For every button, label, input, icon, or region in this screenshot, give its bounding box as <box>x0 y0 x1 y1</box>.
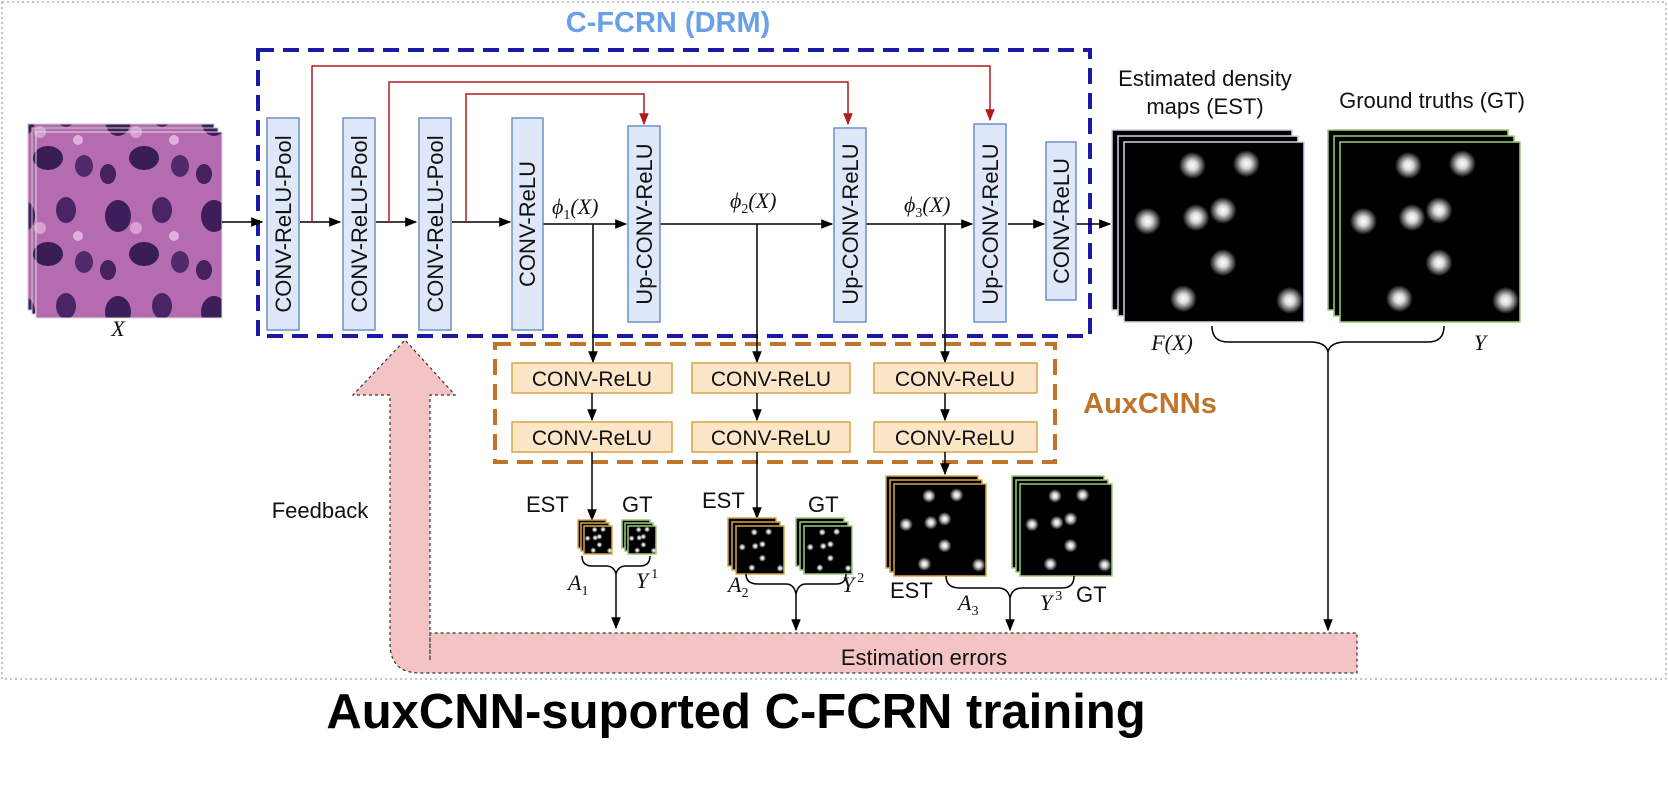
drm-block-conv-relu-pool-1 <box>266 117 300 331</box>
feedback-label: Feedback <box>272 498 370 523</box>
drm-block-conv-relu-pool-3 <box>418 117 452 331</box>
drm-block-label-1: CONV-ReLU-Pool <box>271 135 296 312</box>
aux-block-label-1a: CONV-ReLU <box>532 368 652 391</box>
aux-block-label-3a: CONV-ReLU <box>895 368 1015 391</box>
drm-block-label-4: CONV-ReLU <box>515 161 540 287</box>
drm-block-label-7: Up-CONV-ReLU <box>978 143 1003 304</box>
aux-gt-map-3 <box>1011 475 1113 577</box>
density-map-stacks <box>577 129 1521 577</box>
gt-title: Ground truths (GT) <box>1339 88 1525 113</box>
aux-pair-label-a1: A1 <box>566 570 588 599</box>
gt-density-map-stack <box>1327 129 1521 323</box>
aux-pair-label-a3: A3 <box>956 590 978 619</box>
drm-block-up-conv-relu-2 <box>833 127 867 323</box>
drm-block-up-conv-relu-1 <box>627 125 661 323</box>
drm-block-label-8: CONV-ReLU <box>1049 158 1074 284</box>
aux-block-1a <box>511 362 673 394</box>
drm-block-conv-relu-final <box>1045 141 1077 301</box>
aux-est-map-3 <box>885 475 987 577</box>
drm-block-label-3: CONV-ReLU-Pool <box>423 135 448 312</box>
feedback-arrow <box>351 339 1358 674</box>
aux-gt-map-1 <box>621 519 657 555</box>
input-image-stack <box>27 123 223 319</box>
aux-est-label-1: EST <box>526 492 569 517</box>
aux-block-label-2b: CONV-ReLU <box>711 427 831 450</box>
aux-gt-label-1: GT <box>622 492 653 517</box>
aux-pair-label-a2: A2 <box>726 572 748 601</box>
aux-gt-label-2: GT <box>808 492 839 517</box>
est-title-line2: maps (EST) <box>1146 94 1263 119</box>
aux-est-label-2: EST <box>702 488 745 513</box>
drm-block-conv-relu <box>511 117 544 331</box>
aux-est-map-1 <box>577 519 613 555</box>
aux-block-1b <box>511 421 673 453</box>
feature-label-3: ϕ3(X) <box>904 192 950 221</box>
caption: AuxCNN-suported C-FCRN training <box>326 685 1145 739</box>
aux-block-3b <box>873 421 1038 453</box>
est-title-line1: Estimated density <box>1118 66 1292 91</box>
feature-label-1: ϕ1(X) <box>552 194 598 223</box>
aux-brace-2 <box>745 573 847 595</box>
drm-block-conv-relu-pool-2 <box>342 117 376 331</box>
aux-block-label-1b: CONV-ReLU <box>532 427 652 450</box>
aux-est-label-3: EST <box>890 578 933 603</box>
aux-block-3a <box>873 362 1038 394</box>
aux-title: AuxCNNs <box>1083 388 1217 420</box>
drm-block-label-6: Up-CONV-ReLU <box>838 143 863 304</box>
est-output-label: F(X) <box>1150 330 1193 355</box>
aux-box <box>493 342 1057 464</box>
aux-block-2a <box>691 362 851 394</box>
feature-label-2: ϕ2(X) <box>730 188 776 217</box>
aux-block-label-3b: CONV-ReLU <box>895 427 1015 450</box>
aux-block-2b <box>691 421 851 453</box>
aux-est-map-2 <box>727 517 785 575</box>
drm-block-label-5: Up-CONV-ReLU <box>632 143 657 304</box>
est-density-map-stack <box>1111 129 1305 323</box>
drm-block-up-conv-relu-3 <box>973 123 1007 323</box>
aux-gt-map-2 <box>795 517 853 575</box>
errors-label: Estimation errors <box>841 645 1007 670</box>
input-label: X <box>110 316 126 341</box>
drm-box <box>256 48 1092 338</box>
aux-gt-label-3: GT <box>1076 582 1107 607</box>
output-brace <box>1211 325 1445 353</box>
gt-output-label: Y <box>1474 330 1489 355</box>
drm-block-label-2: CONV-ReLU-Pool <box>347 135 372 312</box>
aux-block-label-2a: CONV-ReLU <box>711 368 831 391</box>
figure-frame <box>1 1 1667 680</box>
drm-title: C-FCRN (DRM) <box>566 7 771 39</box>
